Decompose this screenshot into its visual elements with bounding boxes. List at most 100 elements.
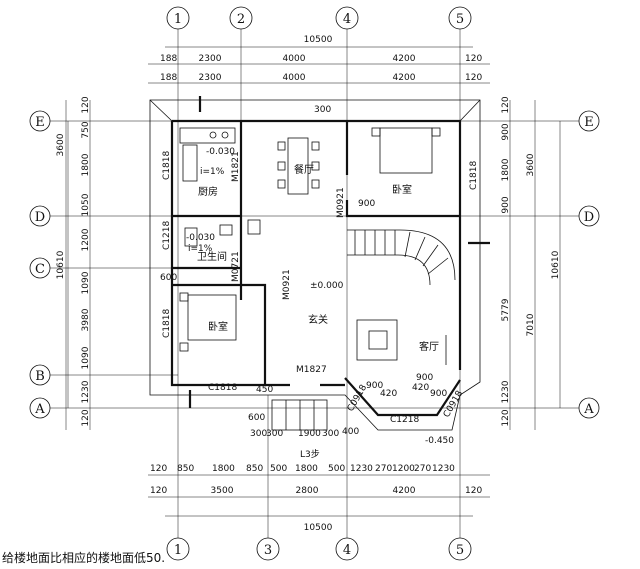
room-dining: 餐厅 [294, 163, 314, 176]
dim-bot-r1-1: 850 [177, 464, 194, 474]
misc-dim-4: 1900 [298, 429, 321, 439]
dim-left-8: 1230 [81, 380, 91, 403]
dimension-lines-bottom [148, 474, 490, 517]
stair [347, 229, 456, 286]
label-c1818-d: C1818 [469, 161, 479, 190]
room-bedroom-w: 卧室 [208, 320, 228, 333]
axis-label-5-bottom: 5 [456, 543, 464, 558]
dim-top-r1-3: 4200 [393, 54, 416, 64]
label-c1818-b: C1818 [162, 309, 172, 338]
room-kitchen: 厨房 [198, 185, 218, 198]
dim-bot-r1-8: 270 [375, 464, 392, 474]
label-m0921-a: M0921 [336, 187, 346, 218]
foyer-level: ±0.000 [310, 281, 344, 291]
misc-dim-11: 900 [430, 389, 447, 399]
axis-label-1-bottom: 1 [174, 543, 182, 558]
axis-bubbles-top: 1 2 4 5 [166, 6, 472, 30]
axis-label-A-right: A [583, 402, 594, 417]
dim-bot-r1-7: 1230 [350, 464, 373, 474]
label-m1827: M1827 [296, 365, 327, 375]
dim-top-total: 10500 [304, 35, 333, 45]
label-c1218-b: C1218 [390, 415, 419, 425]
dimension-lines-right [509, 100, 561, 430]
entry-steps [271, 399, 328, 431]
bath-slope: i=1% [188, 244, 213, 254]
dim-left-total: 10610 [56, 250, 66, 279]
kitchen-level: -0.030 [206, 147, 235, 157]
axis-label-E-left: E [35, 115, 45, 130]
dim-right-2: 900 [501, 196, 511, 213]
dim-left-6: 3980 [81, 308, 91, 331]
sofa-set [356, 319, 447, 365]
axis-bubbles-left: E D C B A [29, 110, 51, 419]
bathroom-fixtures [184, 219, 261, 247]
dim-right-total: 10610 [551, 250, 561, 279]
roof-eave-outline [149, 99, 481, 431]
dim-top-r1-1: 2300 [199, 54, 222, 64]
dim-top-r1-2: 4000 [283, 54, 306, 64]
dim-top-r1-4: 120 [465, 54, 482, 64]
dim-bot-r1-0: 120 [150, 464, 167, 474]
dim-left-2: 1800 [81, 153, 91, 176]
dim-bot-r1-2: 1800 [212, 464, 235, 474]
dim-left-0: 120 [81, 96, 91, 113]
misc-dim-7: 300 [322, 429, 339, 439]
axis-label-4-top: 4 [343, 12, 351, 27]
dim-bot-r1-9: 1200 [392, 464, 415, 474]
misc-dim-9: 900 [366, 381, 383, 391]
axis-label-D-right: D [584, 210, 594, 225]
dim-top-r2-0: 188 [160, 73, 177, 83]
axis-label-1-top: 1 [174, 12, 182, 27]
dim-right-mid-0: 3600 [526, 153, 536, 176]
axis-bubbles-right: E D A [578, 110, 600, 419]
dim-top-r2-1: 2300 [199, 73, 222, 83]
dim-right-outer-0: 120 [501, 96, 511, 113]
dim-left-3: 1050 [81, 193, 91, 216]
axis-label-3-bottom: 3 [264, 543, 272, 558]
dim-right-outer-1: 120 [501, 409, 511, 426]
axis-label-A-left: A [34, 402, 45, 417]
room-bathroom: 卫生间 [197, 250, 227, 263]
misc-dim-8: 450 [256, 385, 273, 395]
misc-dim-13: 420 [412, 383, 429, 393]
dim-bot-r1-3: 850 [246, 464, 263, 474]
axis-label-5-top: 5 [456, 12, 464, 27]
label-c1818-a: C1818 [162, 151, 172, 180]
dim-right-mid-1: 7010 [526, 313, 536, 336]
axis-bubbles-bottom: 1 3 4 5 [166, 537, 472, 561]
axis-label-E-right: E [584, 115, 594, 130]
dim-bot-r2-2: 2800 [296, 486, 319, 496]
dim-bot-r1-5: 1800 [295, 464, 318, 474]
dim-left-9: 120 [81, 409, 91, 426]
dim-bot-r1-6: 500 [328, 464, 345, 474]
dim-right-1: 1800 [501, 158, 511, 181]
label-m0921-b: M0921 [282, 269, 292, 300]
dim-left-mid-0: 3600 [56, 133, 66, 156]
dim-top-r1-0: 188 [160, 54, 177, 64]
dim-left-1: 750 [81, 121, 91, 138]
label-m1821: M1821 [231, 151, 241, 182]
axis-label-D-left: D [35, 210, 45, 225]
dim-left-5: 1090 [81, 271, 91, 294]
misc-dim-14: 900 [358, 199, 375, 209]
axis-label-4-bottom: 4 [343, 543, 351, 558]
misc-dim-5: 400 [342, 427, 359, 437]
room-foyer: 玄关 [308, 313, 328, 326]
axis-label-B-left: B [35, 369, 45, 384]
bath-level: -0.030 [186, 233, 215, 243]
steps-label: L3步 [300, 449, 320, 460]
misc-dim-3: 300 [250, 429, 267, 439]
dim-bot-r1-10: 270 [414, 464, 431, 474]
footnote: 给楼地面比相应的楼地面低50. [2, 550, 165, 565]
room-bedroom-ne: 卧室 [392, 183, 412, 196]
dim-bot-r2-4: 120 [465, 486, 482, 496]
dining-table [277, 137, 320, 195]
label-m0721: M0721 [231, 251, 241, 282]
dim-left-4: 1200 [81, 228, 91, 251]
label-c1218-a: C1218 [162, 221, 172, 250]
misc-dim-0: 600 [160, 273, 177, 283]
misc-dim-10: 900 [416, 373, 433, 383]
kitchen-counter [179, 127, 236, 182]
